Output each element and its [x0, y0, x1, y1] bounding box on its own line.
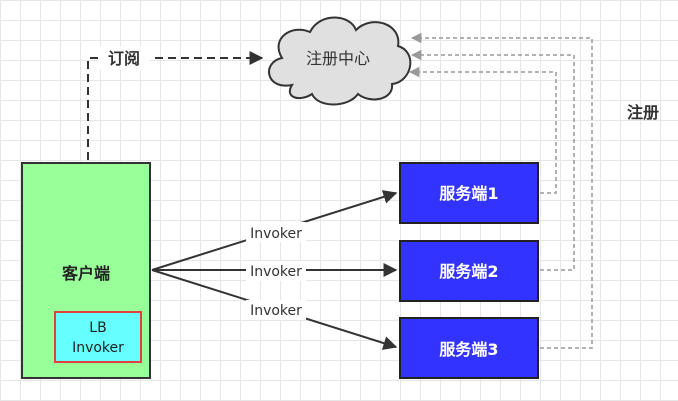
registry-cloud: 注册中心 — [268, 16, 412, 106]
server-node-1: 服务端1 — [399, 162, 539, 224]
server-label-3: 服务端3 — [439, 340, 498, 359]
server-label-1: 服务端1 — [439, 184, 498, 203]
subscribe-label: 订阅 — [108, 49, 140, 68]
register-label: 注册 — [627, 103, 659, 122]
register-edge-3 — [410, 32, 593, 349]
lb-invoker-node: LB Invoker — [54, 311, 142, 363]
registry-label: 注册中心 — [306, 49, 370, 68]
register-edge-1 — [408, 66, 557, 194]
invoker-label-3: Invoker — [250, 303, 302, 319]
server-node-3: 服务端3 — [399, 317, 539, 379]
lb-label-line2: Invoker — [72, 340, 124, 356]
server-node-2: 服务端2 — [399, 240, 539, 302]
lb-label-line1: LB — [89, 320, 106, 336]
client-label: 客户端 — [62, 264, 110, 283]
invoker-label-1: Invoker — [250, 226, 302, 242]
subscribe-edge — [87, 51, 264, 160]
invoker-label-2: Invoker — [250, 264, 302, 280]
register-edge-2 — [410, 49, 575, 271]
server-label-2: 服务端2 — [439, 262, 498, 281]
